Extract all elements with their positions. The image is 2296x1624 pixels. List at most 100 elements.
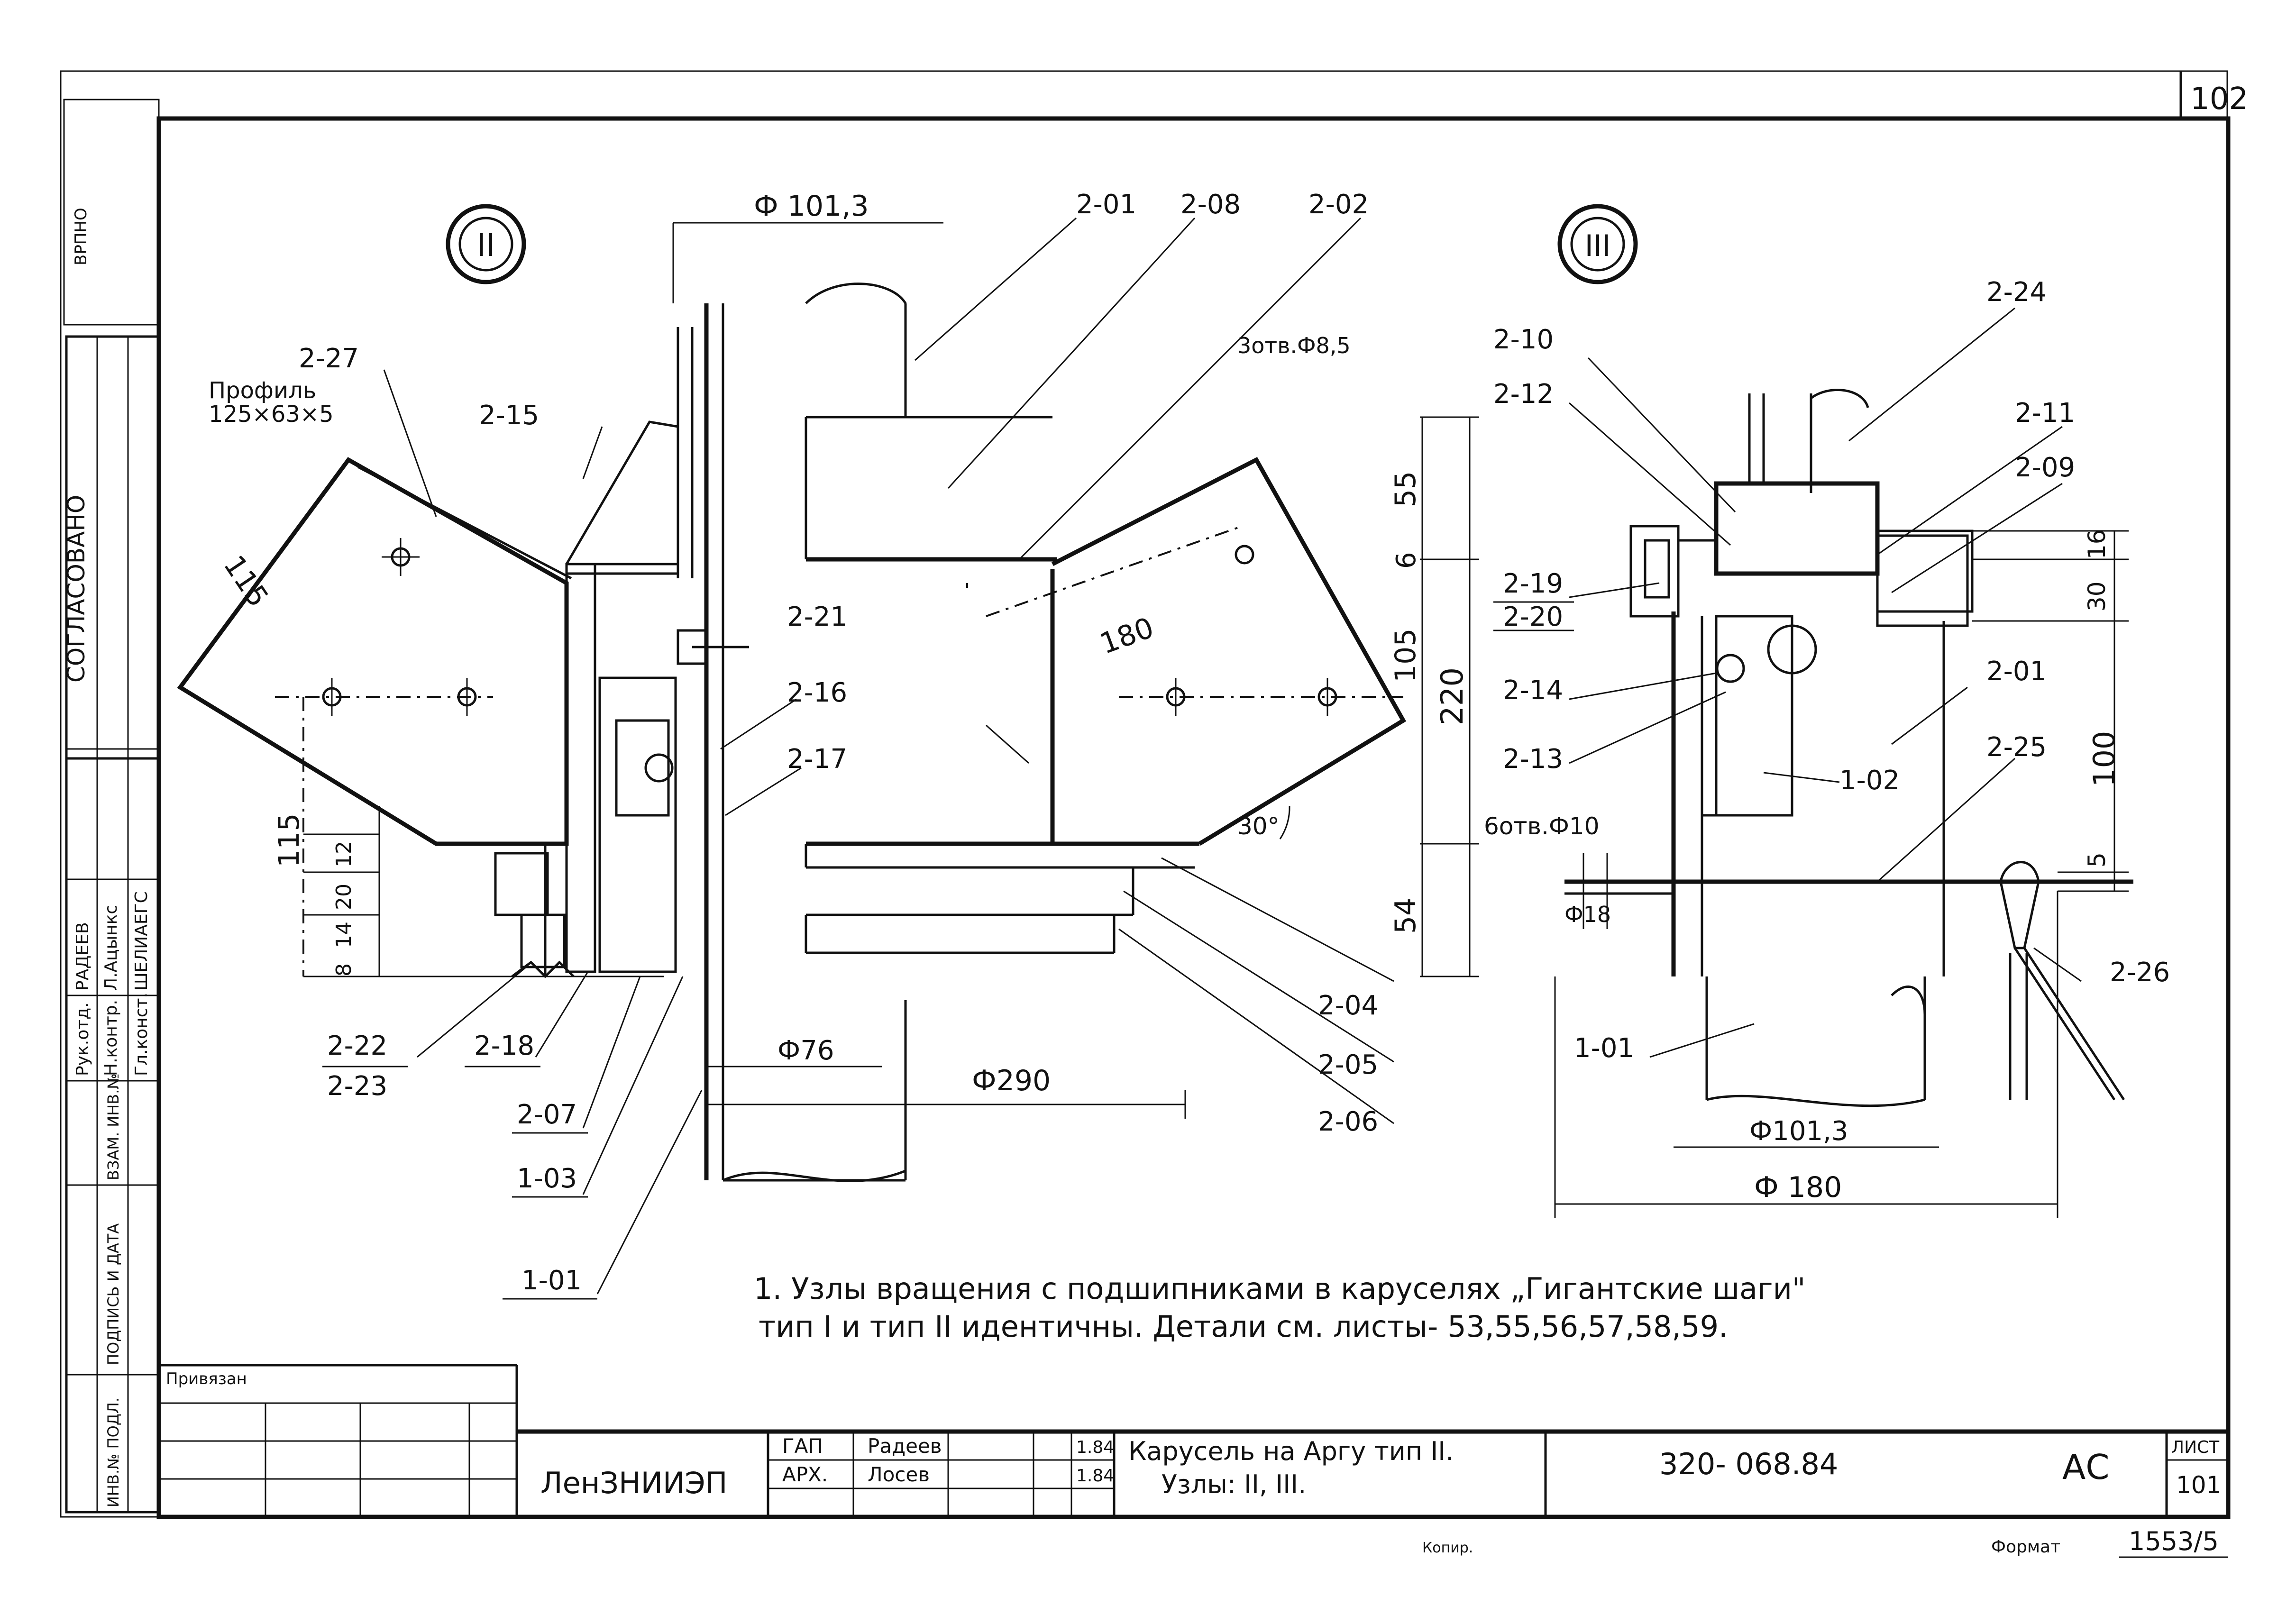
- title-line-1: Карусель на Аргу тип II.: [1128, 1436, 1454, 1466]
- sheet-label: ЛИСТ: [2171, 1438, 2220, 1457]
- dim-r-16: 16: [2083, 529, 2111, 559]
- callout-2-01-right: 2-01: [1986, 656, 2047, 687]
- dim-180: 180: [1096, 611, 1158, 661]
- dim-r-5: 5: [2083, 852, 2111, 867]
- footer-copied: Копир.: [1422, 1540, 1473, 1556]
- dim-r-d18: Ф18: [1564, 902, 1611, 927]
- callout-2-20: 2-20: [1503, 602, 1563, 632]
- callout-2-04: 2-04: [1318, 990, 1378, 1021]
- dim-20: 20: [332, 884, 356, 910]
- dim-220: 220: [1435, 667, 1470, 725]
- dim-12: 12: [332, 841, 356, 867]
- sign-name-3: ШЕЛИАЕГС: [132, 891, 151, 991]
- sign-row-1: Рук.отд.: [73, 1002, 92, 1076]
- callout-2-14: 2-14: [1503, 675, 1563, 706]
- dim-54: 54: [1389, 898, 1422, 934]
- callout-2-25: 2-25: [1986, 732, 2047, 763]
- right-view-drawing: [1554, 389, 2133, 1218]
- sheet-value: 101: [2176, 1471, 2221, 1499]
- note-line-1: 1. Узлы вращения с подшипниками в карусе…: [754, 1271, 1805, 1306]
- callout-2-01-top: 2-01: [1076, 189, 1136, 220]
- node-mark-II-label: II: [477, 227, 495, 264]
- dim-55: 55: [1389, 471, 1422, 507]
- left-strip: [63, 99, 160, 1514]
- callout-2-21: 2-21: [787, 602, 847, 632]
- callout-2-02: 2-02: [1308, 189, 1369, 220]
- date-2: 1.84: [1076, 1466, 1114, 1486]
- role-gap: ГАП: [782, 1434, 823, 1458]
- node-mark-III-label: III: [1585, 228, 1611, 263]
- callout-2-26: 2-26: [2110, 957, 2170, 988]
- footer-format-value: 1553/5: [2129, 1526, 2219, 1556]
- drawing-code: 320- 068.84: [1659, 1447, 1838, 1481]
- dim-14: 14: [332, 921, 356, 948]
- callout-2-09: 2-09: [2015, 452, 2075, 483]
- callout-2-10: 2-10: [1493, 324, 1554, 355]
- title-block-grid: [159, 1364, 2228, 1517]
- footer-format-label: Формат: [1991, 1537, 2060, 1557]
- sign-row-2: Н.контр.: [101, 1000, 121, 1076]
- callout-1-02: 1-02: [1839, 765, 1900, 796]
- callout-2-05: 2-05: [1318, 1049, 1378, 1080]
- dim-6: 6: [1391, 552, 1422, 569]
- dim-angle-30: 30°: [1237, 812, 1280, 840]
- left-callout-leaders: [383, 217, 1394, 1295]
- callout-2-22: 2-22: [327, 1031, 387, 1061]
- dim-d-290: Ф290: [972, 1064, 1051, 1097]
- callout-2-19: 2-19: [1503, 568, 1563, 599]
- sign-name-1: РАДЕЕВ: [73, 922, 92, 991]
- role-arch: АРХ.: [782, 1463, 828, 1486]
- agreed-label: СОГЛАСОВАНО: [63, 495, 90, 683]
- dim-115-lower: 115: [273, 813, 306, 867]
- callout-2-08: 2-08: [1180, 189, 1241, 220]
- sign-name-2: Л.Ацынкс: [101, 905, 121, 991]
- callout-1-03: 1-03: [517, 1163, 577, 1194]
- dim-8: 8: [332, 963, 356, 976]
- profile-label-1: Профиль: [209, 377, 316, 404]
- name-losev: Лосев: [868, 1463, 930, 1486]
- callout-2-24: 2-24: [1986, 277, 2047, 308]
- sign-row-3: Гл.конст.: [132, 993, 151, 1076]
- holes-note-right: 6отв.Ф10: [1484, 812, 1600, 840]
- callout-2-15: 2-15: [479, 400, 539, 431]
- field-podpis: ПОДПИСЬ И ДАТА: [104, 1223, 122, 1365]
- callout-2-27: 2-27: [299, 343, 359, 374]
- dim-d-top: Ф 101,3: [754, 190, 869, 223]
- callout-2-23: 2-23: [327, 1071, 387, 1102]
- field-inv-podl: ИНВ.№ ПОДЛ.: [104, 1397, 122, 1507]
- vrpno-label: ВРПНО: [72, 208, 91, 265]
- profile-label-2: 125×63×5: [209, 401, 334, 428]
- note-line-2: тип I и тип II идентичны. Детали см. лис…: [759, 1309, 1728, 1344]
- corner-sheet-number: 102: [2190, 82, 2248, 117]
- callout-1-01-left: 1-01: [521, 1265, 582, 1296]
- callout-2-11: 2-11: [2015, 398, 2075, 429]
- callout-2-13: 2-13: [1503, 744, 1563, 775]
- dim-r-30: 30: [2083, 581, 2111, 611]
- dim-105: 105: [1389, 628, 1422, 683]
- field-vzam: ВЗАМ. ИНВ.№: [104, 1073, 122, 1180]
- callout-2-12: 2-12: [1493, 379, 1554, 410]
- node-mark-III: [1557, 204, 1638, 284]
- dim-r-d180: Ф 180: [1754, 1171, 1842, 1204]
- stage-code: АС: [2062, 1447, 2110, 1487]
- dim-115-upper: 115: [217, 549, 275, 613]
- callout-2-16: 2-16: [787, 677, 847, 708]
- privyazan-label: Привязан: [166, 1369, 247, 1388]
- right-callout-leaders: [1569, 307, 2082, 1058]
- left-view-drawing: [177, 222, 1479, 1182]
- callout-2-18: 2-18: [474, 1031, 534, 1061]
- org-name: ЛенЗНИИЭП: [540, 1466, 727, 1500]
- dim-r-100: 100: [2087, 731, 2122, 787]
- holes-note-left: 3отв.Ф8,5: [1237, 333, 1351, 358]
- callout-2-07: 2-07: [517, 1099, 577, 1130]
- dim-r-d101: Ф101,3: [1749, 1116, 1848, 1147]
- callout-2-06: 2-06: [1318, 1106, 1378, 1137]
- node-mark-II: [446, 204, 526, 284]
- name-radeev: Радеев: [868, 1434, 942, 1458]
- title-line-2: Узлы: II, III.: [1162, 1469, 1306, 1499]
- callout-2-17: 2-17: [787, 744, 847, 775]
- date-1: 1.84: [1076, 1438, 1114, 1457]
- callout-1-01-right: 1-01: [1574, 1033, 1634, 1064]
- dim-d-76: Ф76: [778, 1035, 834, 1066]
